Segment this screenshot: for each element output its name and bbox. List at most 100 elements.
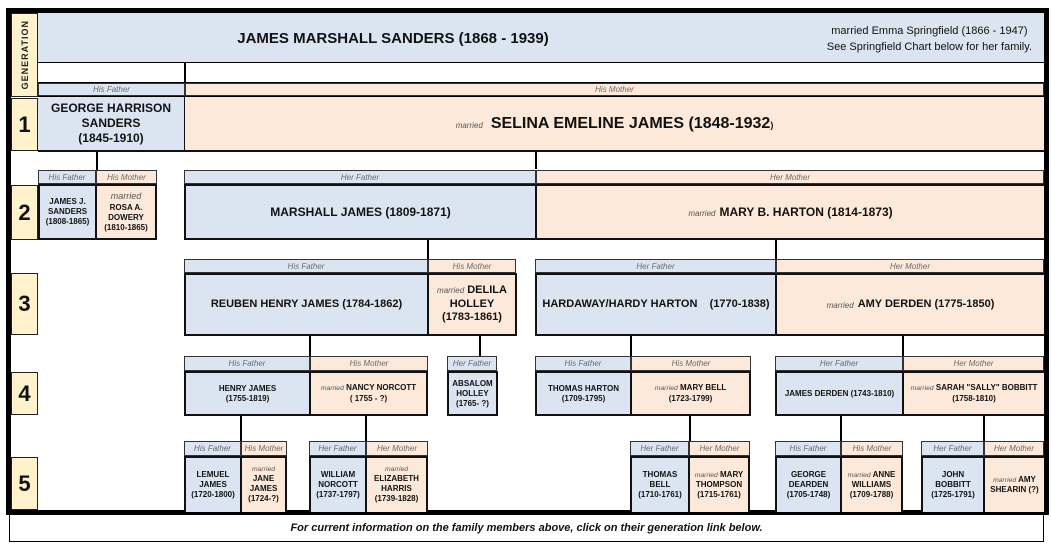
george-dearden[interactable]: GEORGE DEARDEN (1705-1748) bbox=[775, 456, 842, 512]
mary-b-harton[interactable]: married MARY B. HARTON (1814-1873) bbox=[535, 184, 1044, 240]
gen5-label: Her Father bbox=[630, 441, 689, 456]
generation-2-link[interactable]: 2 bbox=[11, 185, 38, 240]
name: THOMAS bbox=[642, 470, 678, 479]
gen4-label: Her Father bbox=[447, 356, 497, 371]
lemuel-james[interactable]: LEMUEL JAMES (1720-1800) bbox=[184, 456, 242, 512]
connector bbox=[902, 336, 904, 356]
name: REUBEN HENRY JAMES (1784-1862) bbox=[210, 297, 403, 310]
married-label: married bbox=[437, 285, 465, 295]
generation-header: GENERATION bbox=[11, 13, 38, 97]
george-harrison-sanders[interactable]: GEORGE HARRISON SANDERS (1845-1910) bbox=[38, 97, 186, 152]
connector bbox=[96, 152, 98, 185]
name: MARY bbox=[720, 469, 744, 479]
gen5-label: His Mother bbox=[241, 441, 287, 456]
name: JAMES DERDEN (1743-1810) bbox=[784, 388, 895, 398]
sarah-sally-bobbitt[interactable]: married SARAH "SALLY" BOBBITT (1758-1810… bbox=[902, 371, 1044, 416]
dates: (1810-1865) bbox=[104, 222, 148, 232]
amy-shearin[interactable]: married AMY SHEARIN (?) bbox=[983, 456, 1044, 512]
generation-4-link[interactable]: 4 bbox=[11, 372, 38, 415]
name: SANDERS bbox=[47, 207, 88, 216]
name: ANNE bbox=[872, 469, 896, 479]
gen2-his-father-label: His Father bbox=[38, 170, 96, 184]
married-label: married bbox=[384, 465, 409, 473]
name: THOMAS HARTON bbox=[548, 383, 619, 393]
frame-bottom bbox=[6, 510, 1049, 515]
generation-5-link[interactable]: 5 bbox=[11, 457, 38, 510]
married-label: married bbox=[826, 300, 854, 310]
dates: (1709-1795) bbox=[561, 393, 606, 403]
dates: (1705-1748) bbox=[786, 490, 831, 499]
dates: (1755-1819) bbox=[225, 393, 270, 403]
name: WILLIAMS bbox=[851, 480, 892, 490]
delila-holley[interactable]: married DELILA HOLLEY (1783-1861) bbox=[427, 273, 517, 336]
dates: (1710-1761) bbox=[638, 490, 682, 499]
dates: (1765- ?) bbox=[456, 398, 489, 408]
hardaway-hardy-harton[interactable]: HARDAWAY/HARDY HARTON (1770-1838) bbox=[535, 273, 777, 336]
generation-1-link[interactable]: 1 bbox=[11, 98, 38, 151]
gen4-label: His Mother bbox=[631, 356, 751, 371]
gen2-her-father-label: Her Father bbox=[184, 170, 536, 184]
absalom-holley[interactable]: ABSALOM HOLLEY (1765- ?) bbox=[447, 371, 498, 416]
thomas-harton[interactable]: THOMAS HARTON (1709-1795) bbox=[535, 371, 632, 416]
james-j-sanders[interactable]: JAMES J. SANDERS (1808-1865) bbox=[38, 184, 97, 240]
married-label: married bbox=[110, 191, 142, 202]
frame-right bbox=[1044, 8, 1049, 514]
rosa-a-dowery[interactable]: married ROSA A. DOWERY (1810-1865) bbox=[95, 184, 157, 240]
generation-label: GENERATION bbox=[19, 20, 30, 90]
divider bbox=[38, 82, 1044, 83]
marshall-james[interactable]: MARSHALL JAMES (1809-1871) bbox=[184, 184, 537, 240]
connector bbox=[630, 336, 632, 356]
name: ABSALOM bbox=[452, 378, 493, 388]
reuben-henry-james[interactable]: REUBEN HENRY JAMES (1784-1862) bbox=[184, 273, 429, 336]
name: ELIZABETH bbox=[374, 474, 419, 484]
amy-derden[interactable]: married AMY DERDEN (1775-1850) bbox=[775, 273, 1044, 336]
name: ROSA A. bbox=[109, 202, 143, 212]
james-derden[interactable]: JAMES DERDEN (1743-1810) bbox=[775, 371, 904, 416]
mary-thompson[interactable]: married MARY THOMPSON (1715-1761) bbox=[688, 456, 750, 512]
gen4-label: His Father bbox=[184, 356, 310, 371]
name: SARAH "SALLY" BOBBITT bbox=[935, 383, 1038, 393]
name: NORCOTT bbox=[318, 480, 358, 489]
generation-3-link[interactable]: 3 bbox=[11, 273, 38, 335]
dates: (1725-1791) bbox=[931, 490, 975, 499]
dates: (1845-1910) bbox=[78, 131, 144, 145]
elizabeth-harris[interactable]: married ELIZABETH HARRIS (1739-1828) bbox=[365, 456, 428, 512]
william-norcott[interactable]: WILLIAM NORCOTT (1737-1797) bbox=[309, 456, 367, 512]
dates: ( 1755 - ?) bbox=[349, 393, 388, 403]
gen5-label: His Father bbox=[184, 441, 241, 456]
name: LEMUEL bbox=[196, 470, 230, 479]
anne-williams[interactable]: married ANNE WILLIAMS (1709-1788) bbox=[840, 456, 903, 512]
name: MARY B. HARTON (1814-1873) bbox=[719, 204, 893, 219]
nancy-norcott[interactable]: married NANCY NORCOTT ( 1755 - ?) bbox=[309, 371, 428, 416]
connector bbox=[983, 416, 985, 441]
name: WILLIAM bbox=[320, 470, 356, 479]
gen5-label: His Father bbox=[775, 441, 841, 456]
name: HENRY JAMES bbox=[218, 383, 277, 393]
mary-bell[interactable]: married MARY BELL (1723-1799) bbox=[630, 371, 751, 416]
subject-header: JAMES MARSHALL SANDERS (1868 - 1939) mar… bbox=[38, 13, 1044, 63]
name: AMY DERDEN (1775-1850) bbox=[857, 297, 995, 310]
connector bbox=[479, 336, 481, 356]
name: JAMES bbox=[199, 480, 227, 489]
connector bbox=[535, 152, 537, 169]
dates: (1737-1797) bbox=[316, 490, 360, 499]
jane-james[interactable]: married JANE JAMES (1724-?) bbox=[240, 456, 287, 512]
name: THOMPSON bbox=[695, 480, 743, 490]
henry-james[interactable]: HENRY JAMES (1755-1819) bbox=[184, 371, 311, 416]
john-bobbitt[interactable]: JOHN BOBBITT (1725-1791) bbox=[921, 456, 985, 512]
name: JANE bbox=[252, 474, 275, 484]
married-label: married bbox=[694, 471, 718, 479]
married-label: married bbox=[993, 476, 1017, 484]
name: GEORGE bbox=[790, 470, 827, 479]
subject-spouse: married Emma Springfield (1866 - 1947) S… bbox=[827, 23, 1032, 55]
gen2-her-mother-label: Her Mother bbox=[536, 170, 1044, 184]
gen5-label: Her Father bbox=[309, 441, 366, 456]
connector bbox=[309, 336, 311, 356]
name: HOLLEY bbox=[456, 388, 489, 398]
gen3-label: His Father bbox=[184, 259, 428, 273]
selina-emeline-james[interactable]: married SELINA EMELINE JAMES (1848-1932) bbox=[185, 97, 1044, 152]
connector bbox=[427, 240, 429, 259]
married-label: married bbox=[320, 385, 344, 393]
thomas-bell[interactable]: THOMAS BELL (1710-1761) bbox=[630, 456, 690, 512]
connector bbox=[775, 240, 777, 259]
